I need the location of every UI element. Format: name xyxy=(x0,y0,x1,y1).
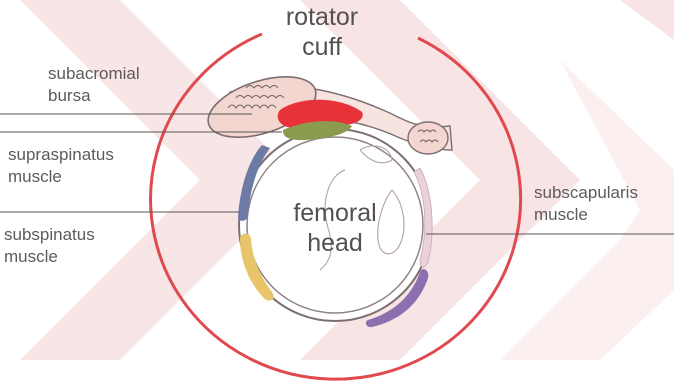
supraspinatus-label: supraspinatus muscle xyxy=(8,144,114,188)
subscapularis-label-line2: muscle xyxy=(534,204,638,226)
bursa-right-end xyxy=(408,122,448,154)
subacromial-bursa-label-line2: bursa xyxy=(48,85,140,107)
supraspinatus-label-line2: muscle xyxy=(8,166,114,188)
subacromial-bursa-label-line1: subacromial xyxy=(48,63,140,85)
rotator-cuff-title: rotator cuff xyxy=(272,2,372,62)
rotator-cuff-title-line1: rotator xyxy=(272,2,372,32)
supraspinatus-label-line1: supraspinatus xyxy=(8,144,114,166)
subacromial-bursa-label: subacromial bursa xyxy=(48,63,140,107)
femoral-head-label-line2: head xyxy=(280,228,390,258)
subscapularis-label-line1: subscapularis xyxy=(534,182,638,204)
femoral-head-label: femoral head xyxy=(280,198,390,258)
subspinatus-label-line1: subspinatus xyxy=(4,224,95,246)
subspinatus-label: subspinatus muscle xyxy=(4,224,95,268)
subspinatus-label-line2: muscle xyxy=(4,246,95,268)
femoral-head-label-line1: femoral xyxy=(280,198,390,228)
rotator-cuff-title-line2: cuff xyxy=(272,32,372,62)
subscapularis-label: subscapularis muscle xyxy=(534,182,638,226)
